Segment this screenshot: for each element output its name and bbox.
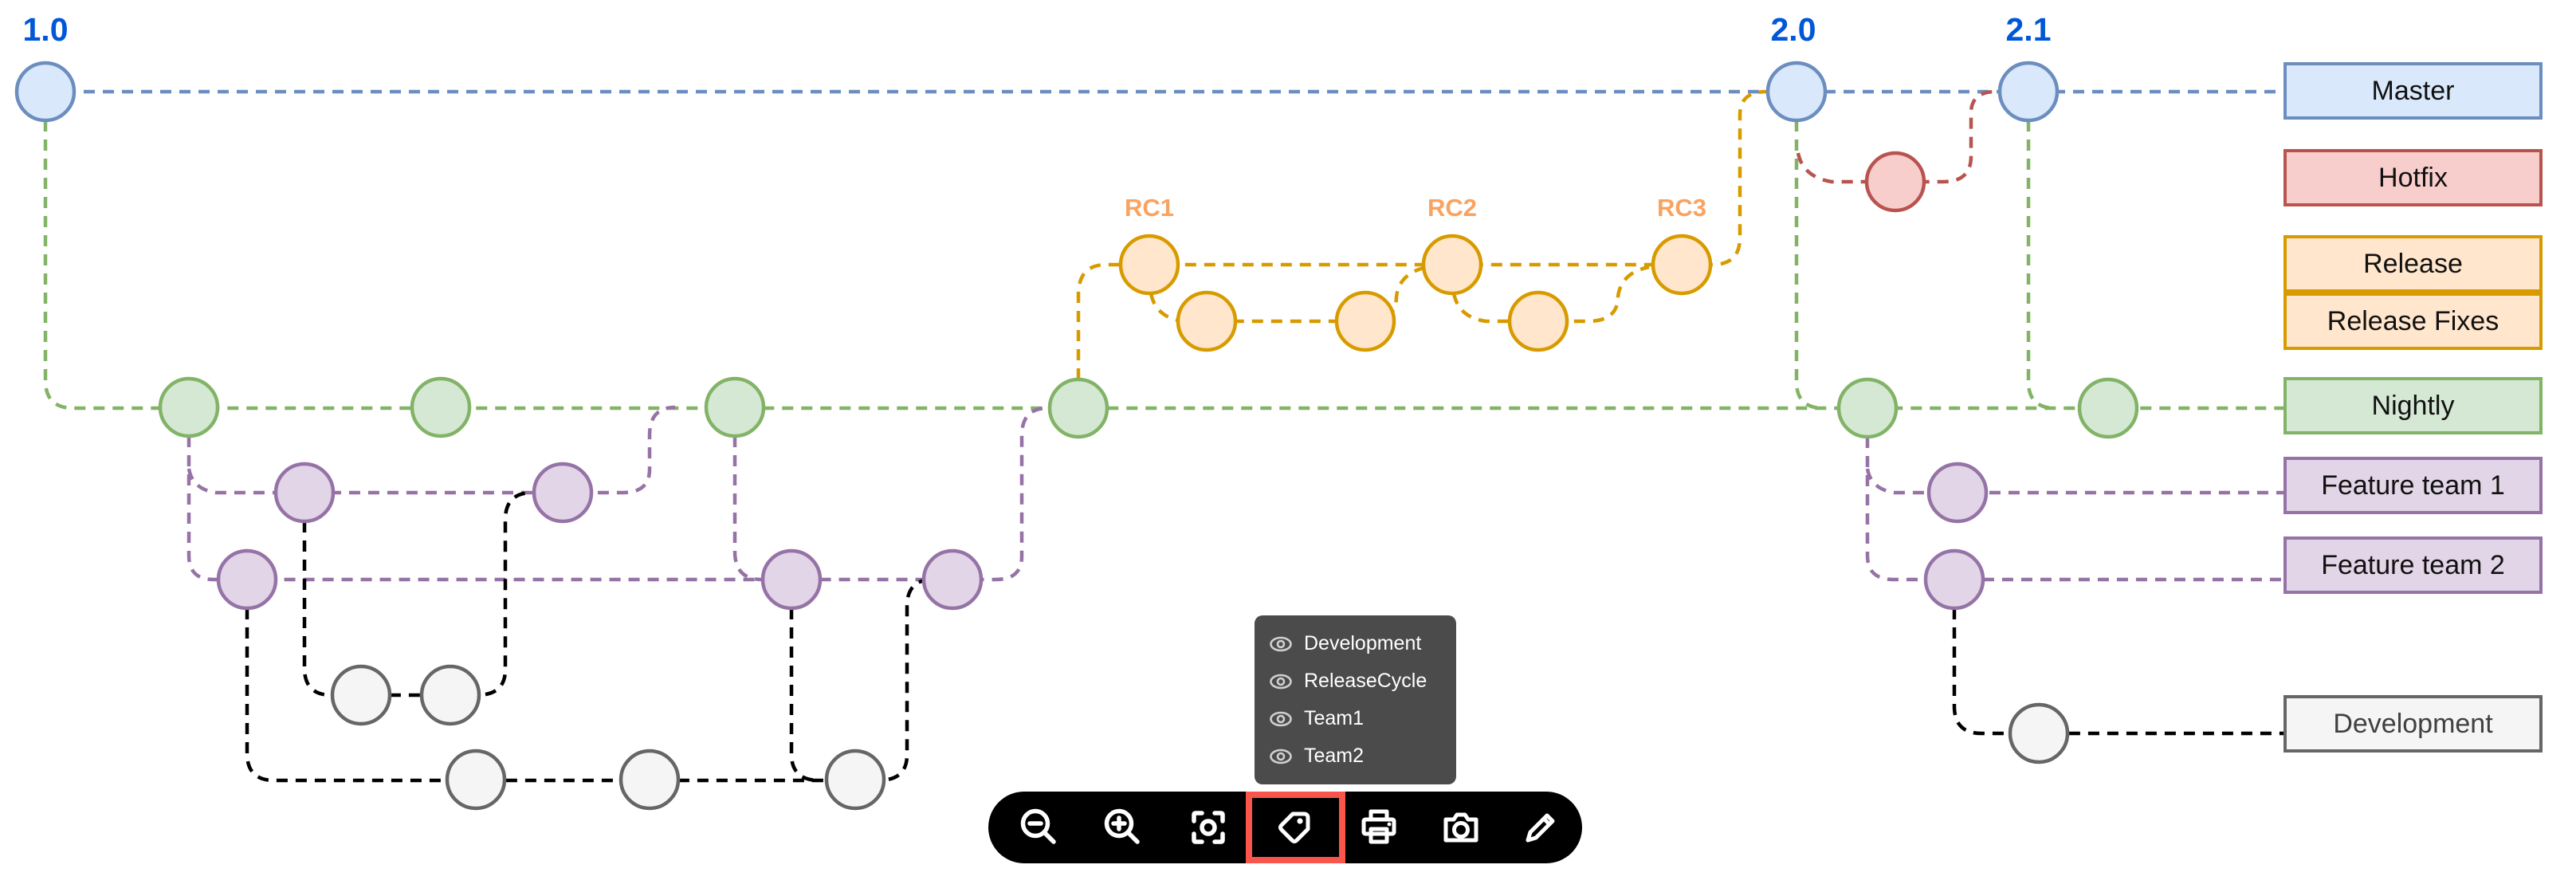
layer-row-development[interactable]: Development <box>1269 625 1456 662</box>
print-icon <box>1361 809 1396 844</box>
commit-release-fix-2 <box>1334 290 1396 352</box>
team2-to-dev-sync <box>789 608 820 783</box>
commit-nightly-1 <box>158 376 220 438</box>
commit-rc3 <box>1651 234 1713 296</box>
layer-row-releasecycle[interactable]: ReleaseCycle <box>1269 662 1456 700</box>
team1-dev-loop <box>302 490 533 698</box>
eye-icon[interactable] <box>1269 673 1293 690</box>
commit-nightly-2 <box>410 376 472 438</box>
branch-label-feature-team-2: Feature team 2 <box>2283 536 2543 594</box>
commit-nightly-3 <box>704 376 766 438</box>
zoom-in-icon <box>1104 808 1140 844</box>
commit-team2-2 <box>760 548 823 611</box>
nightly-to-team1-right <box>1865 468 2283 495</box>
nightly-to-team2-mid <box>732 436 763 582</box>
commit-hotfix <box>1864 151 1926 213</box>
merge-2.1-to-nightly <box>2026 120 2056 411</box>
commit-team1-1 <box>273 462 336 524</box>
commit-master-2.0 <box>1765 61 1828 123</box>
branch-label-nightly: Nightly <box>2283 377 2543 434</box>
zoom-out-button[interactable] <box>1013 802 1064 853</box>
fit-page-button[interactable] <box>1183 802 1234 853</box>
branch-label-hotfix: Hotfix <box>2283 149 2543 206</box>
release-line <box>1076 89 1767 379</box>
commit-team1-3 <box>1926 462 1989 524</box>
edit-icon <box>1526 813 1555 843</box>
commit-dev-3 <box>824 749 886 811</box>
layer-name: Team2 <box>1304 745 1365 767</box>
rc-tag: RC2 <box>1427 194 1477 222</box>
nightly-to-team2-right <box>1865 437 2283 582</box>
release-fix-loop-2 <box>1451 265 1650 324</box>
version-tag: 2.0 <box>1770 11 1816 48</box>
layers-panel: Development ReleaseCycle Team1 Team2 <box>1255 615 1456 784</box>
commit-dev-1 <box>445 749 507 811</box>
commit-dev-right <box>2008 702 2070 764</box>
dev-right-line <box>1952 608 2283 736</box>
commit-team1-2 <box>532 462 594 524</box>
branch-label-release-fixes: Release Fixes <box>2283 293 2543 350</box>
fit-page-icon <box>1192 811 1225 844</box>
commit-release-fix-1 <box>1176 290 1238 352</box>
rc-tag: RC3 <box>1656 194 1706 222</box>
branch-label-development: Development <box>2283 695 2543 753</box>
commit-dev-2 <box>618 749 681 811</box>
edit-button[interactable] <box>1515 802 1566 853</box>
nightly-to-team1-left <box>187 405 676 495</box>
layer-name: Development <box>1304 632 1422 654</box>
zoom-out-icon <box>1020 808 1056 844</box>
commit-nightly-6 <box>2077 377 2139 439</box>
eye-icon[interactable] <box>1269 748 1293 765</box>
zoom-in-button[interactable] <box>1097 802 1148 853</box>
team2-dev-line <box>245 577 933 783</box>
layer-name: ReleaseCycle <box>1304 670 1427 692</box>
commit-team2-1 <box>216 548 278 611</box>
branch-label-release: Release <box>2283 235 2543 293</box>
branch-label-master: Master <box>2283 62 2543 120</box>
hotfix-line <box>1796 89 1997 184</box>
eye-icon[interactable] <box>1269 710 1293 728</box>
lightbox-toolbar <box>988 792 1582 863</box>
commit-release-fix-3 <box>1507 290 1569 352</box>
commit-team2-4 <box>1923 548 1985 611</box>
commit-nightly-5 <box>1836 377 1899 439</box>
commit-team2-3 <box>921 548 984 611</box>
camera-button[interactable] <box>1435 802 1486 853</box>
tag-button-highlight <box>1246 792 1345 863</box>
layer-row-team2[interactable]: Team2 <box>1269 737 1456 775</box>
commit-master-1.0 <box>14 61 77 123</box>
eye-icon[interactable] <box>1269 635 1293 653</box>
version-tag: 1.0 <box>22 11 69 48</box>
commit-dev-sub-1 <box>330 664 392 726</box>
layer-name: Team1 <box>1304 707 1365 729</box>
rc-tag: RC1 <box>1124 194 1174 222</box>
commit-rc2 <box>1421 234 1483 296</box>
commit-nightly-4 <box>1047 377 1109 439</box>
branch-label-feature-team-1: Feature team 1 <box>2283 457 2543 514</box>
commit-dev-sub-2 <box>419 664 481 726</box>
nightly-to-team2-left <box>187 406 1048 582</box>
camera-icon <box>1443 812 1478 843</box>
tag-button[interactable] <box>1270 802 1321 853</box>
commit-master-2.1 <box>1997 61 2060 123</box>
version-tag: 2.1 <box>2005 11 2052 48</box>
layer-row-team1[interactable]: Team1 <box>1269 700 1456 737</box>
tag-icon <box>1278 812 1310 843</box>
print-button[interactable] <box>1353 802 1404 853</box>
commit-rc1 <box>1118 234 1180 296</box>
